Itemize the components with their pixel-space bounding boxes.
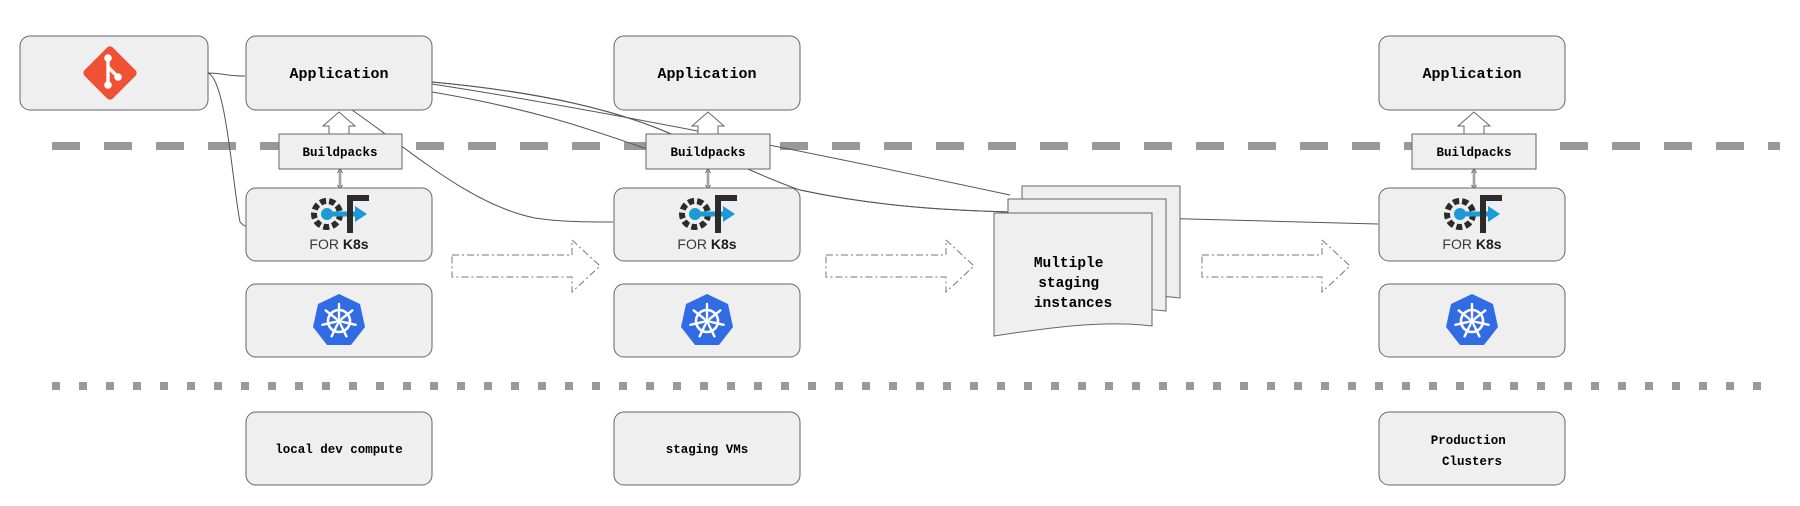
kubernetes-box xyxy=(245,283,433,358)
column-production: Application Buildpacks FOR K8s Productio… xyxy=(1378,35,1566,486)
up-arrow-icon xyxy=(1457,111,1491,135)
column-staging: Application Buildpacks FOR K8s staging V… xyxy=(613,35,801,486)
staging-document xyxy=(993,212,1153,337)
double-arrow-icon xyxy=(1470,167,1478,191)
double-arrow-icon xyxy=(336,167,344,191)
cf-for-k8s-text: FOR K8s xyxy=(1442,236,1501,252)
dashed-arrow-icon xyxy=(1201,239,1351,293)
cf-for-k8s-box: FOR K8s xyxy=(1378,187,1566,262)
kubernetes-box xyxy=(613,283,801,358)
buildpacks-label: Buildpacks xyxy=(302,146,377,160)
git-icon xyxy=(83,46,137,100)
application-label: Application xyxy=(289,66,388,83)
compute-box: staging VMs xyxy=(613,411,801,486)
staging-instances-stack: Multiple staging instances xyxy=(993,185,1181,337)
staging-instances-label: Multiple staging instances xyxy=(1034,256,1112,312)
dashed-arrow-icon xyxy=(451,239,601,293)
application-box: Application xyxy=(1378,35,1566,111)
kubernetes-box xyxy=(1378,283,1566,358)
git-source-box xyxy=(19,35,209,111)
compute-label: Production Clusters xyxy=(1431,434,1514,469)
cf-for-k8s-box: FOR K8s xyxy=(245,187,433,262)
buildpacks-box: Buildpacks xyxy=(278,133,403,170)
buildpacks-box: Buildpacks xyxy=(645,133,771,170)
cf-for-k8s-text: FOR K8s xyxy=(677,236,736,252)
application-label: Application xyxy=(1422,66,1521,83)
compute-label: staging VMs xyxy=(666,443,749,457)
cf-for-k8s-box: FOR K8s xyxy=(613,187,801,262)
buildpacks-box: Buildpacks xyxy=(1411,133,1537,170)
compute-label: local dev compute xyxy=(275,443,403,457)
up-arrow-icon xyxy=(322,111,356,135)
application-box: Application xyxy=(613,35,801,111)
cf-for-k8s-text: FOR K8s xyxy=(309,236,368,252)
compute-box: local dev compute xyxy=(245,411,433,486)
compute-box: Production Clusters xyxy=(1378,411,1566,486)
buildpacks-label: Buildpacks xyxy=(1436,146,1511,160)
application-box: Application xyxy=(245,35,433,111)
dashed-arrow-icon xyxy=(825,239,975,293)
column-local-dev: Application Buildpacks FOR K8s local dev… xyxy=(245,35,433,486)
double-arrow-icon xyxy=(704,167,712,191)
application-label: Application xyxy=(657,66,756,83)
buildpacks-label: Buildpacks xyxy=(670,146,745,160)
